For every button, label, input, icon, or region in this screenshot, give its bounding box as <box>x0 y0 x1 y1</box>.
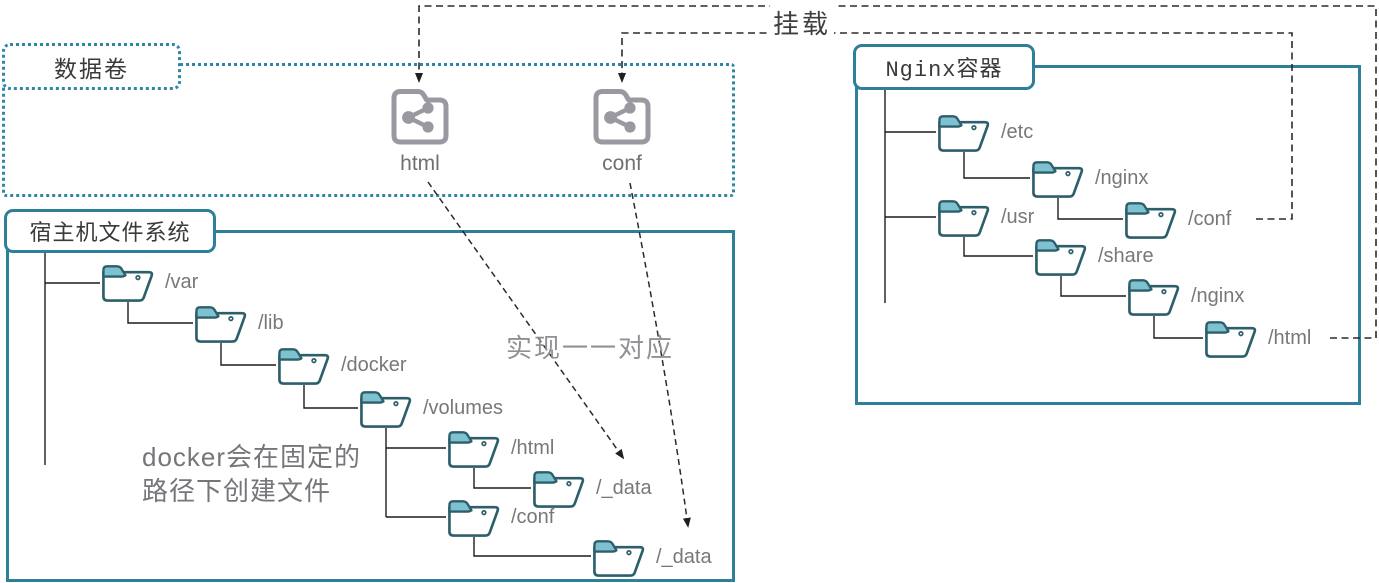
node-label: /_data <box>656 545 712 568</box>
node-label: /nginx <box>1095 166 1149 189</box>
volume-html: html <box>388 86 452 176</box>
nginx-panel-title-text: Nginx容器 <box>885 58 1003 83</box>
node-label: /etc <box>1001 120 1034 143</box>
folder-icon <box>1126 275 1183 317</box>
nginx-node-conf: /conf <box>1123 198 1231 240</box>
nginx-node-nginx2: /nginx <box>1126 275 1244 317</box>
share-folder-icon <box>388 86 452 148</box>
mapping-annotation: 实现一一对应 <box>506 333 675 363</box>
node-label: /_data <box>596 476 652 499</box>
folder-icon <box>100 261 157 303</box>
folder-icon <box>1203 317 1260 359</box>
node-label: /share <box>1098 244 1154 267</box>
node-label: /volumes <box>423 396 504 419</box>
share-folder-icon <box>590 86 654 148</box>
host-panel-title: 宿主机文件系统 <box>4 209 216 253</box>
host-node-conf-data: /_data <box>591 536 712 578</box>
folder-icon <box>358 387 415 429</box>
nginx-node-etc: /etc <box>936 111 1033 153</box>
node-label: /docker <box>341 353 407 376</box>
node-label: /conf <box>511 505 555 528</box>
host-filesystem-box <box>6 230 735 582</box>
node-label: /lib <box>258 311 284 334</box>
node-label: /usr <box>1001 205 1035 228</box>
volume-panel-title: 数据卷 <box>2 43 181 90</box>
nginx-panel-title: Nginx容器 <box>853 44 1035 90</box>
node-label: /html <box>511 436 555 459</box>
node-label: /html <box>1268 326 1312 349</box>
folder-icon <box>936 196 993 238</box>
host-node-html: /html <box>446 427 554 469</box>
folder-icon <box>591 536 648 578</box>
node-label: /conf <box>1188 207 1232 230</box>
node-label: /var <box>165 270 199 293</box>
volume-panel-title-text: 数据卷 <box>54 57 129 84</box>
folder-icon <box>1123 198 1180 240</box>
volume-conf-label: conf <box>602 152 642 175</box>
node-label: /nginx <box>1191 284 1245 307</box>
volume-html-label: html <box>400 152 440 175</box>
docker-note-line1: docker会在固定的 <box>142 442 362 472</box>
host-node-docker: /docker <box>276 344 407 386</box>
nginx-node-html: /html <box>1203 317 1311 359</box>
host-node-volumes: /volumes <box>358 387 503 429</box>
folder-icon <box>193 302 250 344</box>
host-node-conf: /conf <box>446 496 554 538</box>
folder-icon <box>446 496 503 538</box>
docker-note-annotation: docker会在固定的 路径下创建文件 <box>142 440 361 508</box>
folder-icon <box>276 344 333 386</box>
host-node-lib: /lib <box>193 302 284 344</box>
nginx-node-share: /share <box>1033 235 1154 277</box>
nginx-node-nginx: /nginx <box>1030 157 1148 199</box>
mount-annotation: 挂载 <box>770 4 835 41</box>
folder-icon <box>936 111 993 153</box>
folder-icon <box>1030 157 1087 199</box>
nginx-node-usr: /usr <box>936 196 1034 238</box>
docker-note-line2: 路径下创建文件 <box>142 476 332 506</box>
folder-icon <box>1033 235 1090 277</box>
volume-conf: conf <box>590 86 654 176</box>
host-panel-title-text: 宿主机文件系统 <box>29 222 191 247</box>
host-node-html-data: /_data <box>531 467 652 509</box>
host-node-var: /var <box>100 261 198 303</box>
folder-icon <box>446 427 503 469</box>
